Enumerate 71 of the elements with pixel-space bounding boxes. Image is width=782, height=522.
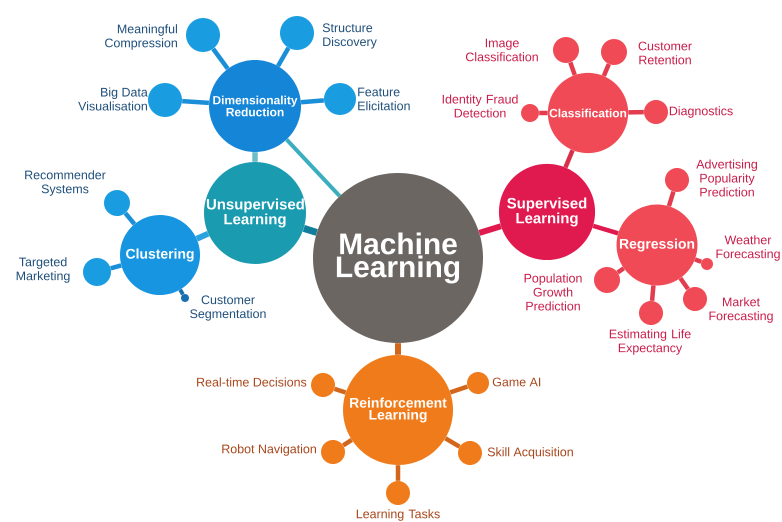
leaf-label: Big Data Visualisation (78, 87, 148, 111)
connector-line (342, 438, 353, 448)
leaf-dot (701, 258, 713, 270)
leaf-dot (83, 258, 111, 286)
connector-line (276, 46, 290, 68)
leaf-label: Weather Forecasting (716, 235, 780, 261)
leaf-label: Structure Discovery (322, 23, 377, 49)
leaf-label: Targeted Marketing (16, 257, 70, 283)
leaf-label: Customer Segmentation (190, 295, 266, 321)
connector-line (650, 285, 656, 302)
connector-line (666, 191, 676, 207)
leaf-label: Identity Fraud Detection (442, 94, 518, 118)
connector-line (110, 263, 122, 270)
connector-line (450, 384, 468, 394)
leaf-dot (683, 287, 707, 311)
leaf-dot (553, 37, 579, 63)
leaf-dot (280, 16, 314, 50)
leaf-label: Real-time Decisions (197, 377, 306, 387)
leaf-label: Feature Elicitation (358, 88, 410, 110)
leaf-dot (321, 440, 345, 464)
connector-line (568, 62, 577, 76)
connector-line (539, 110, 548, 116)
leaf-label: Advertising Popularity Prediction (696, 159, 757, 197)
leaf-label: Population Growth Prediction (524, 273, 582, 311)
leaf-dot (148, 83, 182, 117)
connector-line (563, 149, 575, 168)
leaf-label: Customer Retention (638, 42, 692, 64)
connector-line (602, 63, 611, 77)
connector-line (628, 110, 644, 115)
connector-line (694, 257, 702, 264)
leaf-dot (181, 294, 189, 302)
leaf-dot (639, 301, 663, 325)
connector-line (334, 386, 346, 395)
connector-line (211, 48, 230, 70)
leaf-label: Robot Navigation (222, 444, 316, 456)
connector-line (302, 225, 318, 236)
leaf-label: Recommender Systems (25, 170, 106, 196)
leaf-label: Image Classification (466, 38, 538, 62)
leaf-dot (601, 39, 627, 65)
leaf-dot (311, 373, 335, 397)
connector-line (124, 212, 136, 226)
connector-line (300, 98, 324, 104)
connector-line (395, 343, 401, 355)
leaf-dot (467, 372, 489, 394)
leaf-dot (594, 267, 620, 293)
leaf-label: Market Forecasting (709, 297, 773, 323)
leaf-label: Skill Acquisition (488, 447, 573, 459)
leaf-dot (521, 104, 539, 122)
connector-line (182, 98, 210, 106)
connector-line (678, 276, 690, 290)
connector-line (252, 152, 258, 162)
leaf-dot (186, 18, 220, 52)
connector-line (285, 138, 342, 198)
connector-line (178, 288, 185, 296)
leaf-dot (458, 441, 482, 465)
connector-line (616, 266, 625, 274)
leaf-label: Game AI (492, 378, 540, 386)
leaf-dot (386, 481, 410, 505)
leaf-label: Meaningful Compression (105, 24, 177, 50)
leaf-dot (104, 190, 130, 216)
leaf-dot (324, 83, 356, 115)
connector-line (196, 230, 210, 242)
connector-line (444, 436, 461, 449)
leaf-label: Learning Tasks (356, 509, 440, 521)
leaf-dot (644, 100, 668, 124)
leaf-dot (665, 168, 689, 192)
leaf-label: Estimating Life Expectancy (610, 329, 691, 355)
leaf-label: Diagnostics (670, 106, 733, 118)
connector-line (592, 224, 619, 236)
connector-line (396, 465, 400, 481)
connector-line (478, 223, 502, 236)
